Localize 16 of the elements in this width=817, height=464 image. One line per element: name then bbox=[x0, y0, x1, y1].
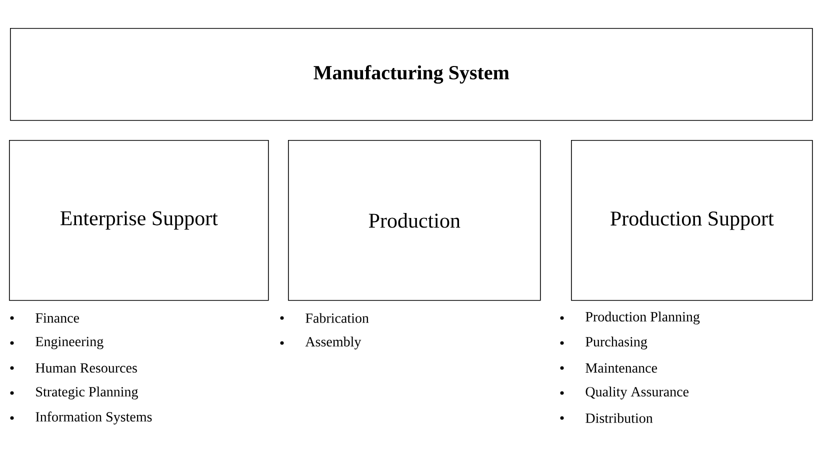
system-box: Enterprise Support bbox=[9, 140, 269, 301]
list-item: Engineering bbox=[10, 336, 104, 350]
list-item: Information Systems bbox=[10, 412, 152, 424]
list-item: Fabrication bbox=[280, 313, 369, 323]
list-item: Maintenance bbox=[560, 363, 658, 373]
list-item: Assembly bbox=[280, 336, 362, 350]
list-item: Human Resources bbox=[10, 363, 137, 373]
system-box: Production bbox=[288, 140, 541, 301]
list-item: Strategic Planning bbox=[10, 386, 138, 400]
list-item: Quality Assurance bbox=[560, 386, 689, 400]
system-box: Production Support bbox=[571, 140, 813, 301]
list-item: Production Planning bbox=[560, 312, 700, 324]
system-box: Manufacturing System bbox=[10, 28, 813, 121]
list-item: Purchasing bbox=[560, 336, 648, 350]
list-item: Distribution bbox=[560, 413, 653, 423]
list-item: Finance bbox=[10, 313, 80, 323]
